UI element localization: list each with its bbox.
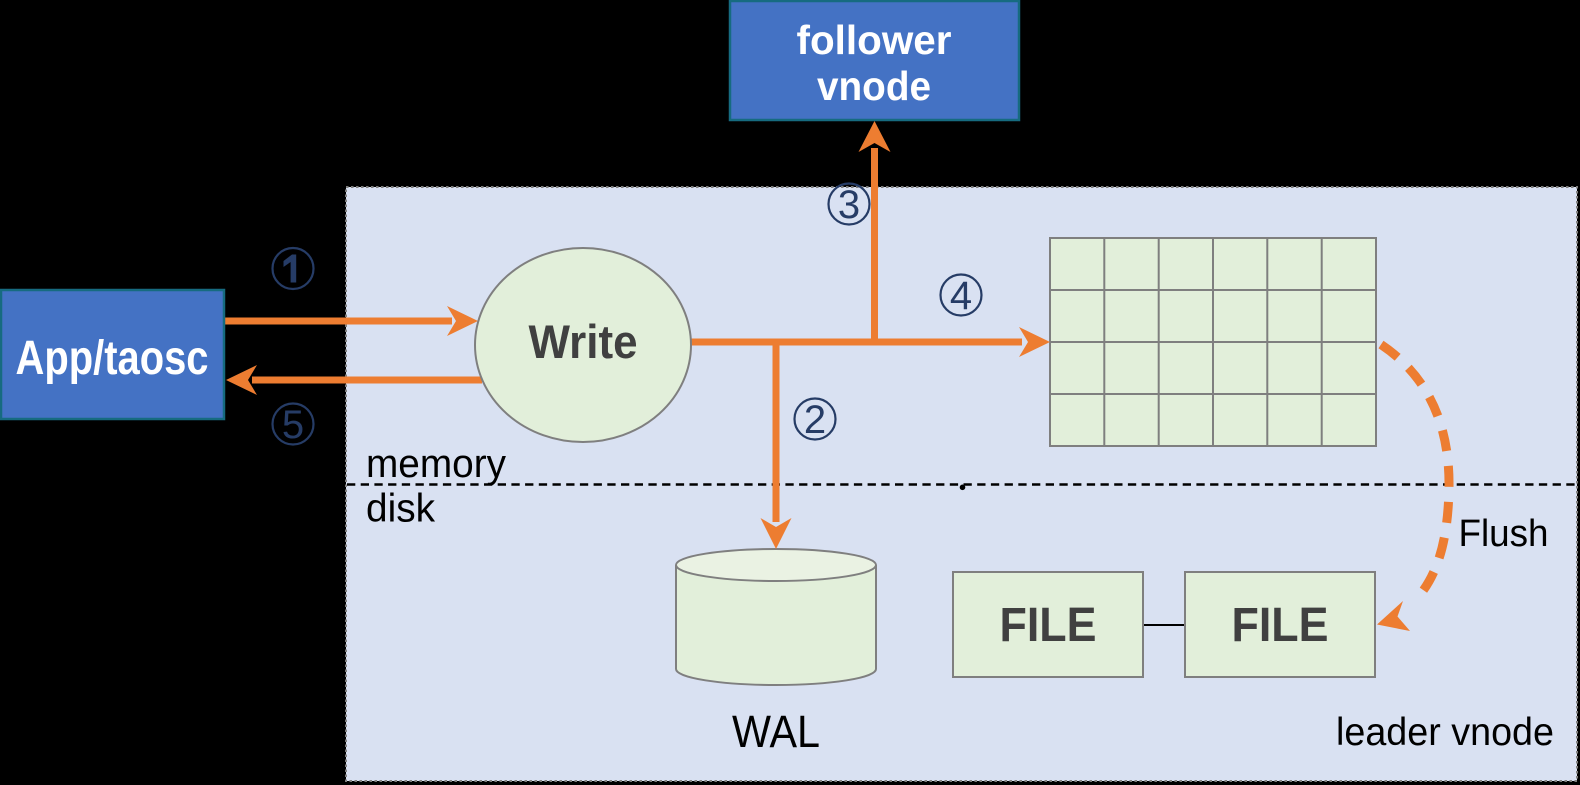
svg-text:Flush: Flush bbox=[1459, 513, 1549, 555]
svg-text:FILE: FILE bbox=[1232, 599, 1329, 652]
svg-text:memory: memory bbox=[366, 442, 506, 486]
svg-text:FILE: FILE bbox=[1000, 599, 1097, 652]
svg-text:4: 4 bbox=[950, 274, 972, 318]
svg-text:leader vnode: leader vnode bbox=[1336, 711, 1554, 754]
svg-text:WAL: WAL bbox=[732, 706, 820, 757]
svg-text:3: 3 bbox=[838, 183, 860, 227]
svg-text:vnode: vnode bbox=[817, 63, 931, 109]
svg-text:2: 2 bbox=[804, 398, 826, 442]
svg-text:Write: Write bbox=[529, 315, 638, 368]
svg-text:App/taosc: App/taosc bbox=[16, 332, 209, 385]
svg-text:follower: follower bbox=[797, 17, 952, 63]
svg-text:5: 5 bbox=[282, 403, 304, 447]
svg-text:disk: disk bbox=[366, 487, 436, 531]
